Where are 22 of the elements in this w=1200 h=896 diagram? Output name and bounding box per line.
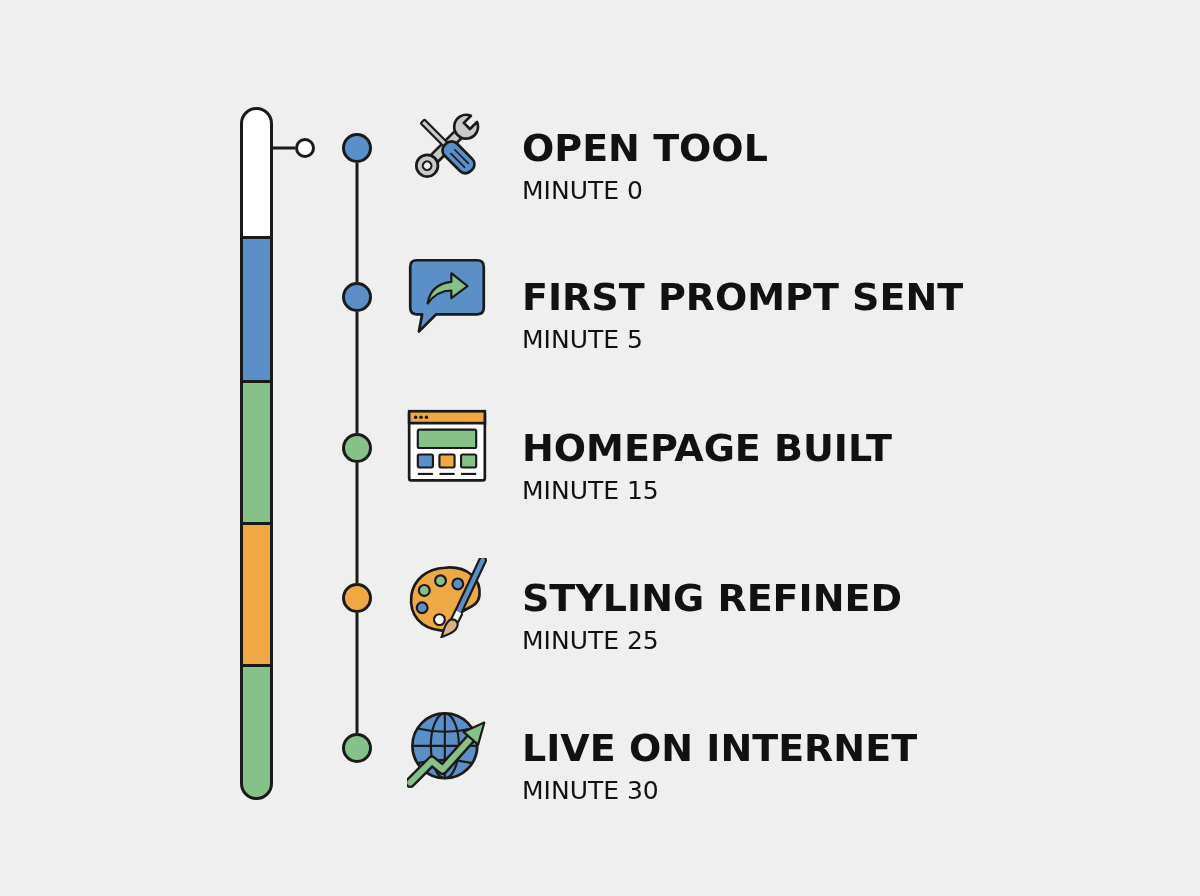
timeline-dot (342, 433, 372, 463)
milestone-time: MINUTE 5 (522, 327, 643, 352)
connector-line (355, 463, 359, 583)
milestone-title: LIVE ON INTERNET (522, 729, 918, 767)
connector-line (355, 613, 359, 733)
milestone-time: MINUTE 0 (522, 178, 643, 203)
milestone-time: MINUTE 15 (522, 478, 659, 503)
milestone-title: HOMEPAGE BUILT (522, 429, 892, 467)
milestone-title: STYLING REFINED (522, 579, 902, 617)
timeline-dot (342, 133, 372, 163)
milestone-title: OPEN TOOL (522, 129, 768, 167)
marker-circle (295, 138, 315, 158)
timeline-dot (342, 282, 372, 312)
connector-line (355, 163, 359, 282)
progress-bar (240, 107, 273, 800)
milestone-title: FIRST PROMPT SENT (522, 278, 964, 316)
milestone-time: MINUTE 25 (522, 628, 659, 653)
connector-line (355, 312, 359, 433)
connector-line (273, 146, 295, 150)
timeline-dot (342, 733, 372, 763)
timeline-dot (342, 583, 372, 613)
milestone-time: MINUTE 30 (522, 778, 659, 803)
